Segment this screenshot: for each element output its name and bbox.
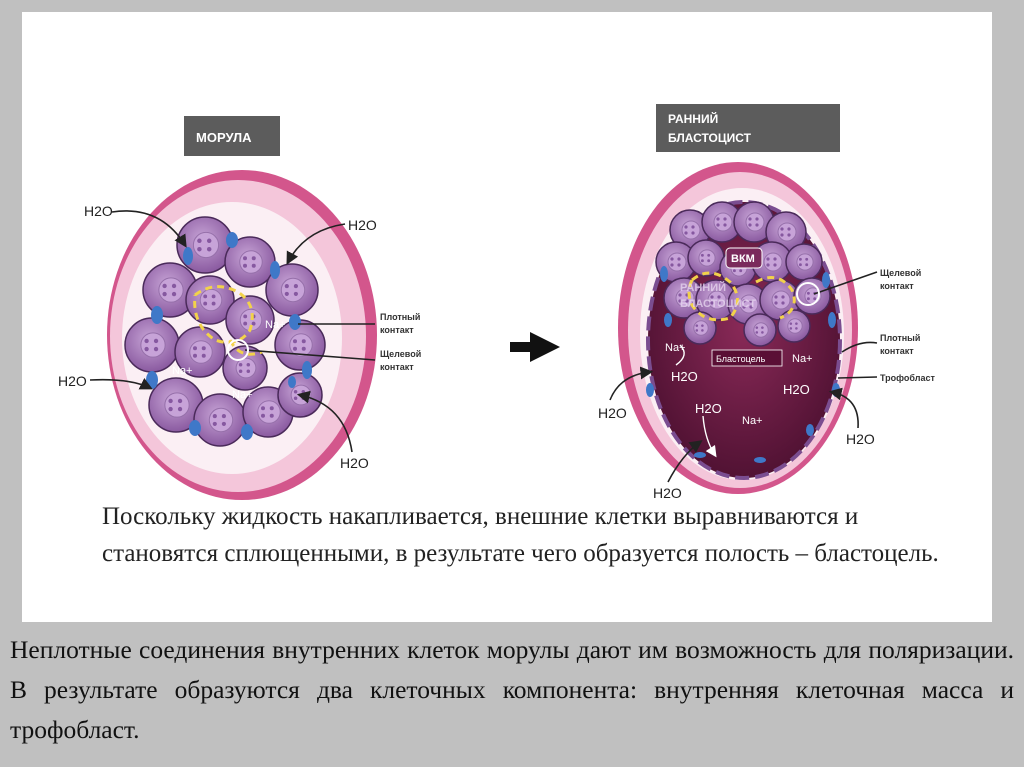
tight-junction <box>288 376 296 388</box>
body-text: Неплотные соединения внутренних клеток м… <box>10 635 1014 744</box>
tight-junction <box>226 232 238 248</box>
icm-cell <box>695 279 737 321</box>
h2o-label: H2O <box>846 431 875 447</box>
icm-cell <box>683 311 717 345</box>
gap-junction-label: Щелевой <box>380 349 421 359</box>
gap-junction-label: контакт <box>380 362 414 372</box>
tight-junction <box>241 424 253 440</box>
h2o-label: H2O <box>598 405 627 421</box>
tight-junction <box>151 306 163 324</box>
morula-title: МОРУЛА <box>196 130 252 145</box>
h2o-label: H2O <box>671 369 698 384</box>
h2o-label: H2O <box>340 455 369 471</box>
gap-junction <box>755 276 796 320</box>
morula-cell <box>222 345 268 391</box>
gap-junction-label: Щелевой <box>880 268 921 278</box>
blastocoel-label: Бластоцель <box>716 354 766 364</box>
icm-cell <box>733 201 775 243</box>
morula-cell <box>193 393 247 447</box>
vkm-label-box <box>725 247 763 269</box>
vkm-label: ВКМ <box>731 253 755 265</box>
morula-cell <box>274 319 326 371</box>
tight-junction-label: контакт <box>880 346 914 356</box>
na-label: Na+ <box>792 353 813 365</box>
tight-junction <box>828 312 836 328</box>
tight-junction <box>646 383 654 397</box>
tight-junction <box>832 383 840 397</box>
morula-group: МОРУЛА H2O H2O H2O H2O Na+ Na+ Na+ Плотн… <box>58 116 421 500</box>
tight-junction <box>183 247 193 265</box>
transition-arrow <box>510 332 560 362</box>
tight-junction <box>189 420 201 436</box>
na-label: Na+ <box>742 415 763 427</box>
icm-cell <box>669 209 711 251</box>
gap-junction-marker <box>227 339 249 361</box>
morula-cell <box>124 317 180 373</box>
overlay-title: БЛАСТОЦИСТ <box>680 298 756 310</box>
h2o-label: H2O <box>653 485 682 501</box>
morula-labels: H2O H2O H2O H2O Na+ Na+ Na+ Плотный конт… <box>58 203 421 471</box>
h2o-label: H2O <box>783 382 810 397</box>
blastocyst-title: БЛАСТОЦИСТ <box>668 131 752 145</box>
icm-cell <box>777 309 811 343</box>
tight-junction <box>806 424 814 436</box>
na-label: Na+ <box>265 319 286 331</box>
tight-junction <box>664 313 672 327</box>
icm-cell <box>785 243 823 281</box>
tight-junction <box>289 314 301 330</box>
morula-pointers <box>89 210 376 453</box>
morula-cell <box>224 236 276 288</box>
gap-junction-marker <box>796 282 820 306</box>
blastocyst-title: РАННИЙ <box>668 111 718 126</box>
h2o-label: H2O <box>695 401 722 416</box>
tight-junction-label: контакт <box>380 325 414 335</box>
tight-junction <box>660 266 668 282</box>
icm-cell <box>701 201 743 243</box>
icm-cell <box>743 313 777 347</box>
h2o-label: H2O <box>348 217 377 233</box>
blastocyst-title-box <box>656 104 840 152</box>
morula-cell <box>142 262 198 318</box>
gap-junction <box>687 271 739 322</box>
gap-junction-label: контакт <box>880 281 914 291</box>
morula-title-box <box>184 116 280 156</box>
blastocyst-pointers-inner <box>675 344 717 458</box>
icm-cell <box>687 239 725 277</box>
tight-junction-label: Плотный <box>880 333 920 343</box>
caption-text: Поскольку жидкость накапливается, внешни… <box>102 503 939 567</box>
na-label: Na+ <box>172 365 193 377</box>
overlay-title: РАННИЙ <box>680 281 726 294</box>
na-label: Na+ <box>232 389 253 401</box>
morula-cell <box>148 377 204 433</box>
blastocyst-pointers-outer <box>609 271 878 483</box>
gap-junction <box>193 285 254 344</box>
tight-junction <box>822 272 830 288</box>
blastocoel-label-box <box>711 349 783 367</box>
morula-cell <box>174 326 226 378</box>
h2o-label: H2O <box>84 203 113 219</box>
morula-cell <box>265 263 319 317</box>
tight-junction <box>754 457 766 463</box>
tight-junction <box>270 261 280 279</box>
trophoblast-label: Трофобласт <box>880 373 935 383</box>
h2o-label: H2O <box>58 373 87 389</box>
tight-junction <box>694 452 706 458</box>
tight-junction-label: Плотный <box>380 312 420 322</box>
blastocyst-group: РАННИЙ БЛАСТОЦИСТ ВКМ РАННИЙ БЛАСТОЦИСТ … <box>598 104 935 501</box>
tight-junction <box>302 361 312 379</box>
